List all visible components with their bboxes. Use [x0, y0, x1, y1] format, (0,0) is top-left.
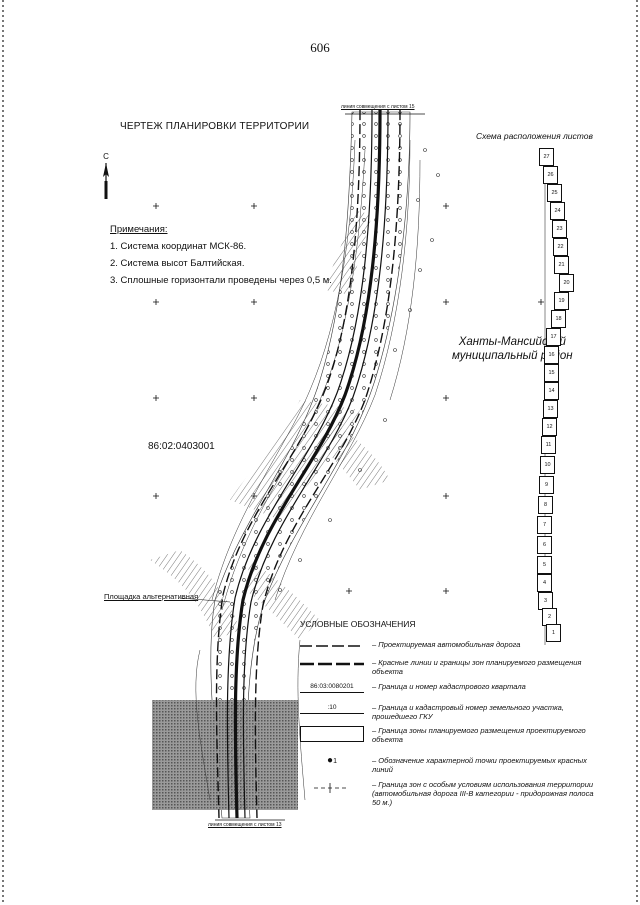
region-label-line: Ханты-Мансийский — [458, 336, 566, 348]
sheet-cell: 23 — [552, 220, 567, 238]
sheet-cell: 1 — [546, 624, 561, 642]
legend-symbol-protection-zone — [314, 783, 348, 793]
vegetation-marks — [278, 148, 440, 592]
sheet-cell: 11 — [541, 436, 556, 454]
page-number: 606 — [310, 40, 330, 55]
hatched-slope — [150, 550, 240, 640]
sheet-cell: 16 — [544, 346, 559, 364]
sheet-cell: 6 — [537, 536, 552, 554]
sheet-cell: 15 — [544, 364, 559, 382]
legend-text: Проектируемая автомобильная дорога — [378, 640, 521, 649]
legend-text: Обозначение характерной точки проектируе… — [372, 756, 587, 774]
sheet-cell: 8 — [538, 496, 553, 514]
notes-block: Примечания: 1. Система координат МСК-86.… — [110, 221, 332, 289]
sheet-cell: 22 — [553, 238, 568, 256]
sheet-cell: 4 — [537, 574, 552, 592]
site-label: Площадка альтернативная — [104, 592, 199, 601]
contour-lines — [195, 139, 421, 801]
legend-item-cadastral-quarter: 86:03:0080201 – Граница и номер кадастро… — [300, 682, 600, 716]
forest-area — [152, 700, 298, 810]
legend-symbol-text: 86:03:0080201 — [310, 683, 354, 690]
north-label: С — [103, 152, 109, 161]
sheet-cell: 24 — [550, 202, 565, 220]
note-item: 2. Система высот Балтийская. — [110, 258, 245, 269]
sheet-scheme: 27 26 25 24 23 22 21 20 19 18 17 16 15 1… — [528, 146, 574, 646]
legend-item-protection-zone: – Граница зон с особым условиям использо… — [300, 780, 600, 820]
sheet-cell: 9 — [539, 476, 554, 494]
road — [226, 109, 389, 819]
boundary-bottom-label: линия совмещения с листом 13 — [208, 822, 282, 828]
legend-text: Граница и кадастровый номер земельного у… — [372, 703, 564, 721]
cadastral-quarter-label: 86:02:0403001 — [148, 441, 215, 452]
hatched-slope — [325, 210, 372, 295]
legend-item-land-plot: :10 – Граница и кадастровый номер земель… — [300, 703, 600, 737]
sheet-cell: 13 — [543, 400, 558, 418]
legend-text: Красные линии и границы зон планируемого… — [372, 658, 582, 676]
legend-symbol-land-plot: :10 — [300, 703, 364, 714]
region-label: Ханты-Мансийский муниципальный район — [452, 335, 573, 363]
region-label-line: муниципальный район — [452, 350, 573, 362]
sheet-cell: 20 — [559, 274, 574, 292]
sheet-cell: 18 — [551, 310, 566, 328]
sheet-cell: 10 — [540, 456, 555, 474]
sheet-cell: 14 — [544, 382, 559, 400]
legend-symbol-text: 1 — [333, 758, 337, 765]
legend-text: Граница зон с особым условиям использова… — [372, 780, 594, 807]
drawing-title: ЧЕРТЕЖ ПЛАНИРОВКИ ТЕРРИТОРИИ — [120, 121, 310, 132]
legend-symbol-red-lines — [300, 662, 364, 666]
north-arrow: С — [100, 152, 112, 202]
sheet-cell: 5 — [537, 556, 552, 574]
legend-symbol-cadastral-quarter: 86:03:0080201 — [300, 682, 364, 693]
legend-symbol-zone — [300, 726, 364, 742]
legend-symbol-point: ●1 — [327, 755, 337, 766]
legend-text: Граница зоны планируемого размещения про… — [372, 726, 586, 744]
sheet-cell: 27 — [539, 148, 554, 166]
sheet-cell: 26 — [543, 166, 558, 184]
legend-symbol-road — [300, 645, 364, 647]
legend-title: УСЛОВНЫЕ ОБОЗНАЧЕНИЯ — [300, 619, 416, 629]
boundary-top-label: линия совмещения с листом 15 — [341, 104, 415, 110]
note-item: 1. Система координат МСК-86. — [110, 241, 247, 252]
legend-text: Граница и номер кадастрового квартала — [378, 682, 526, 691]
red-lines — [215, 109, 401, 819]
legend-item-point: ●1 – Обозначение характерной точки проек… — [300, 756, 600, 790]
sheet-cell: 7 — [537, 516, 552, 534]
legend-item-red-lines: – Красные линии и границы зон планируемо… — [300, 658, 600, 692]
legend-item-road: – Проектируемая автомобильная дорога — [300, 640, 600, 674]
sheet-cell: 25 — [547, 184, 562, 202]
sheet-cell: 19 — [554, 292, 569, 310]
hatched-slope — [245, 560, 320, 640]
note-item: 3. Сплошные горизонтали проведены через … — [110, 275, 332, 286]
sheet-scheme-title: Схема расположения листов — [476, 131, 593, 141]
notes-heading: Примечания: — [110, 224, 168, 235]
sheet-cell: 17 — [546, 328, 561, 346]
sheet-cell: 21 — [554, 256, 569, 274]
legend-item-zone: – Граница зоны планируемого размещения п… — [300, 726, 600, 760]
north-arrow-icon — [103, 163, 109, 199]
legend-symbol-text: :10 — [327, 704, 337, 711]
sheet-cell: 12 — [542, 418, 557, 436]
